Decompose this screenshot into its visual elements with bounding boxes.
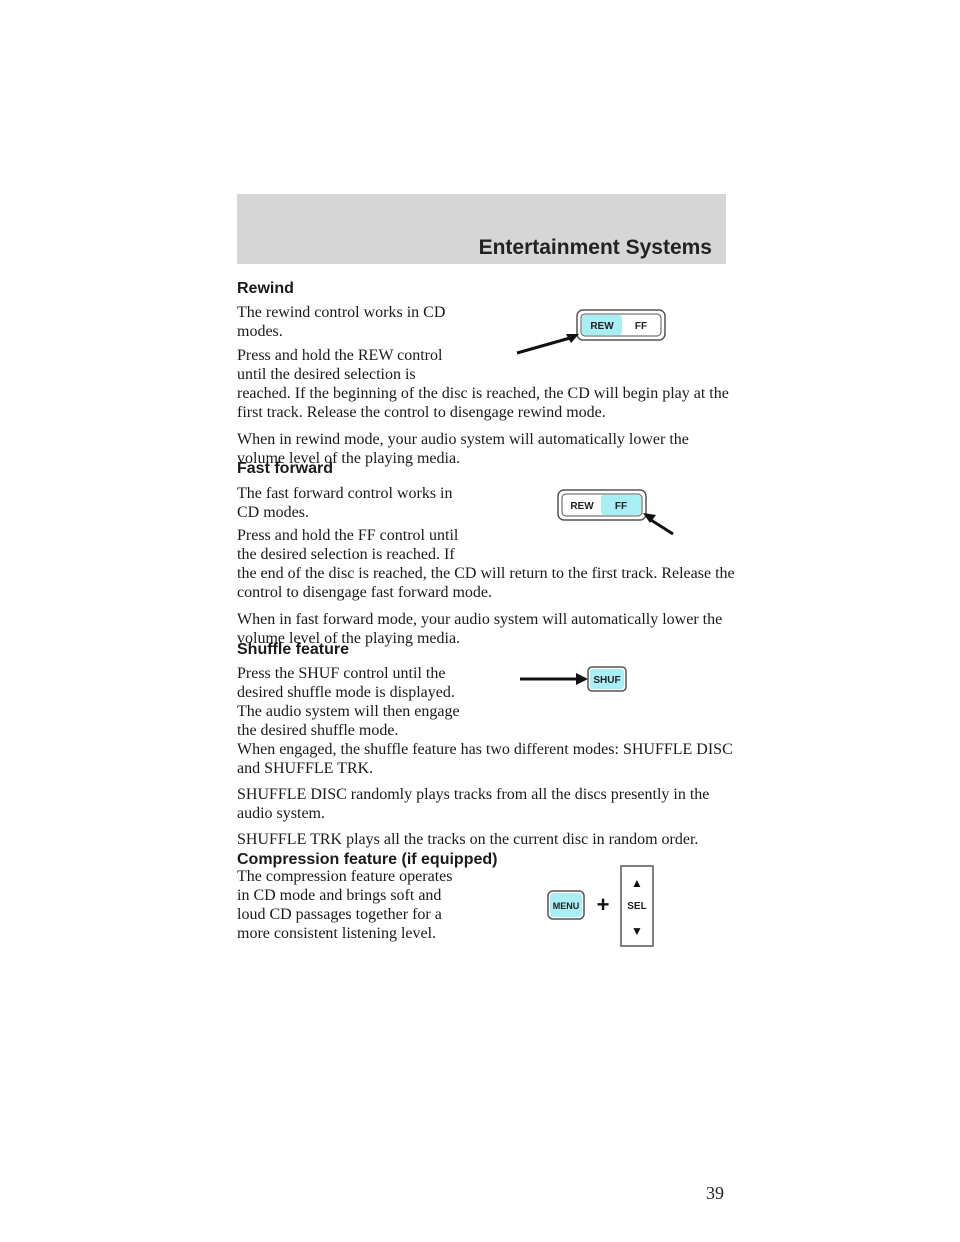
shuf-label: SHUF	[593, 675, 620, 686]
compression-paragraph-1: The compression feature operates in CD m…	[237, 868, 453, 942]
fast-forward-paragraph-3: When in fast forward mode, your audio sy…	[237, 611, 723, 647]
menu-label: MENU	[553, 901, 580, 911]
compression-heading: Compression feature (if equipped)	[237, 851, 498, 868]
rew-label: REW	[590, 321, 614, 332]
rew-label: REW	[570, 501, 594, 512]
pointer-arrow-head	[566, 334, 579, 343]
rewind-paragraph-1: The rewind control works in CD modes.	[237, 304, 446, 340]
down-arrow-icon: ▼	[631, 924, 643, 938]
fast-forward-paragraph-1: The fast forward control works in CD mod…	[237, 485, 453, 521]
section-header-band: Entertainment Systems	[237, 194, 726, 264]
page-number: 39	[706, 1183, 724, 1203]
rew-highlight	[582, 315, 622, 335]
shuffle-paragraph-3: SHUFFLE DISC randomly plays tracks from …	[237, 786, 710, 822]
plus-sign: +	[597, 892, 610, 917]
pointer-arrow-line	[650, 518, 674, 536]
fast-forward-paragraph-2: Press and hold the FF control until the …	[237, 527, 459, 563]
rewind-paragraph-2-continued: reached. If the beginning of the disc is…	[237, 385, 729, 421]
menu-highlight	[550, 893, 582, 917]
rewind-heading: Rewind	[237, 280, 294, 297]
shuf-illustration: SHUF	[520, 666, 627, 692]
ff-highlight	[601, 495, 641, 515]
menu-sel-illustration: MENU + ▲ SEL ▼	[547, 865, 654, 947]
pointer-arrow-line	[516, 336, 571, 355]
rew-ff-illustration-rewind: REW FF	[516, 309, 666, 355]
ff-label: FF	[635, 321, 647, 332]
up-arrow-icon: ▲	[631, 876, 643, 890]
fast-forward-paragraph-2-continued: the end of the disc is reached, the CD w…	[237, 565, 735, 601]
rewind-paragraph-2: Press and hold the REW control until the…	[237, 347, 443, 383]
ff-label: FF	[615, 501, 627, 512]
rewind-paragraph-3: When in rewind mode, your audio system w…	[237, 431, 689, 467]
shuffle-paragraph-4: SHUFFLE TRK plays all the tracks on the …	[237, 831, 699, 848]
sel-frame	[620, 865, 654, 947]
shuffle-heading: Shuffle feature	[237, 641, 350, 658]
shuffle-paragraph-1: Press the SHUF control until the desired…	[237, 665, 460, 739]
pointer-arrow-head	[643, 513, 656, 523]
shuf-highlight	[590, 669, 624, 689]
pointer-arrow-head	[576, 673, 588, 685]
sel-label: SEL	[627, 901, 646, 912]
shuffle-paragraph-2: When engaged, the shuffle feature has tw…	[237, 741, 733, 777]
rew-ff-illustration-fast-forward: REW FF	[557, 489, 674, 536]
fast-forward-heading: Fast forward	[237, 460, 334, 477]
section-title: Entertainment Systems	[478, 236, 712, 259]
